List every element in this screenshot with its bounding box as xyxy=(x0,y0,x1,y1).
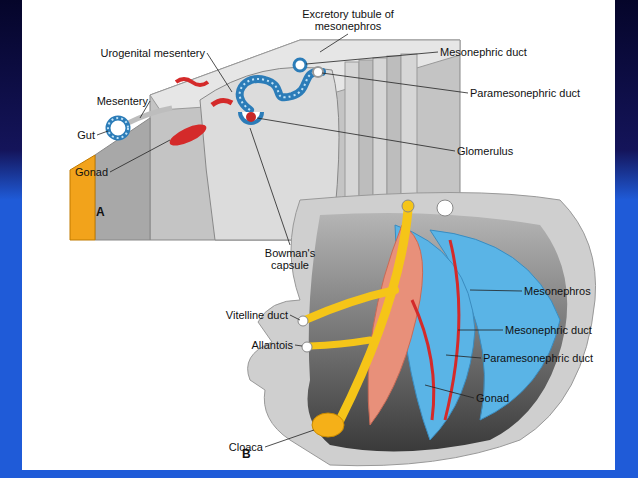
part-label: Urogenital mesentery xyxy=(95,47,205,59)
part-label: Mesonephros xyxy=(524,285,614,297)
part-label: Glomerulus xyxy=(457,145,577,157)
part-label: Cloaca xyxy=(193,441,263,453)
part-label: Mesonephric duct xyxy=(440,46,580,58)
part-label: Vitelline duct xyxy=(198,309,288,321)
panel-letter: A xyxy=(96,206,116,218)
part-label: Gonad xyxy=(48,166,108,178)
leader-lines xyxy=(97,34,522,447)
part-label: Paramesonephric duct xyxy=(470,87,610,99)
part-label: Paramesonephric duct xyxy=(483,352,613,364)
part-label: Mesentery xyxy=(58,95,148,107)
panel-letter: B xyxy=(242,448,262,460)
part-label: Gut xyxy=(45,129,95,141)
part-label: Allantois xyxy=(203,339,293,351)
part-label: Gonad xyxy=(476,392,556,404)
part-label: Mesonephric duct xyxy=(505,324,615,336)
part-label: Bowman's capsule xyxy=(250,247,330,271)
part-label: Excretory tubule of mesonephros xyxy=(293,8,403,32)
